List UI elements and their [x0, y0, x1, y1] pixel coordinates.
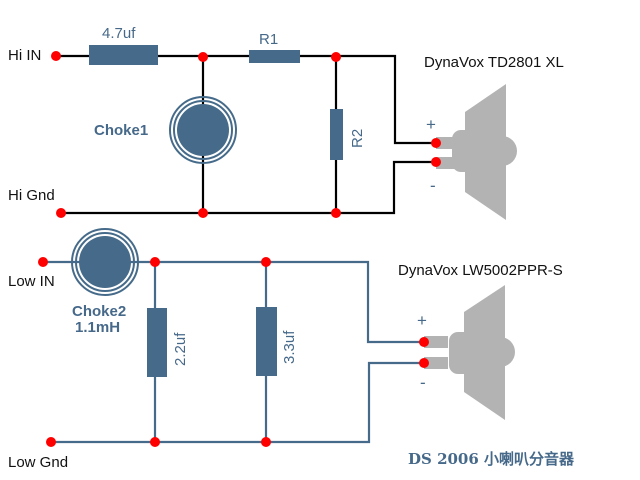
high-nodes [51, 51, 341, 218]
woofer-minus-terminal[interactable] [419, 358, 429, 368]
hi-in-terminal[interactable] [51, 51, 61, 61]
hi-gnd-label: Hi Gnd [8, 187, 55, 204]
choke2-inductor [71, 228, 139, 296]
high-pass-section: Hi IN Hi Gnd 4.7uf R1 R2 Choke1 DynaVox … [8, 25, 564, 220]
capacitor-4-7uf-label: 4.7uf [102, 25, 136, 42]
node [150, 437, 160, 447]
resistor-r1 [249, 50, 300, 63]
tweeter-plus-sign: + [426, 115, 436, 134]
high-ground-wire [61, 160, 436, 215]
node [198, 52, 208, 62]
woofer-speaker-icon [424, 285, 515, 420]
capacitor-2-2uf [147, 308, 167, 377]
node [261, 437, 271, 447]
low-in-terminal[interactable] [38, 257, 48, 267]
low-ground-wire [51, 361, 424, 444]
capacitor-4-7uf [89, 45, 158, 65]
woofer-plus-sign: + [417, 311, 427, 330]
resistor-r2 [330, 109, 343, 160]
tweeter-model-label: DynaVox TD2801 XL [424, 54, 564, 71]
tweeter-minus-sign: - [430, 176, 436, 195]
low-pass-section: Low IN Low Gnd Choke2 1.1mH 2.2uf 3.3uf … [8, 228, 563, 471]
choke2-value: 1.1mH [75, 319, 120, 336]
footer-caption: DS 2006 小喇叭分音器 [408, 450, 575, 468]
node [331, 208, 341, 218]
tweeter-minus-terminal[interactable] [431, 157, 441, 167]
woofer-model-label: DynaVox LW5002PPR-S [398, 262, 563, 279]
woofer-minus-sign: - [420, 373, 426, 392]
low-nodes [38, 257, 271, 447]
node [198, 208, 208, 218]
capacitor-3-3uf-label: 3.3uf [281, 330, 298, 364]
node [150, 257, 160, 267]
low-in-label: Low IN [8, 273, 55, 290]
tweeter-speaker-icon [436, 84, 517, 220]
tweeter-plus-terminal[interactable] [431, 138, 441, 148]
node [331, 52, 341, 62]
woofer-plus-terminal[interactable] [419, 337, 429, 347]
r1-label: R1 [259, 31, 278, 48]
hi-in-label: Hi IN [8, 47, 41, 64]
node [261, 257, 271, 267]
choke2-label: Choke2 [72, 303, 126, 320]
low-wires [43, 260, 424, 444]
capacitor-2-2uf-label: 2.2uf [172, 332, 189, 366]
low-gnd-terminal[interactable] [46, 437, 56, 447]
choke1-inductor [169, 96, 237, 164]
r2-label: R2 [349, 129, 366, 148]
low-gnd-label: Low Gnd [8, 454, 68, 471]
low-signal-wire [43, 260, 424, 344]
hi-gnd-terminal[interactable] [56, 208, 66, 218]
high-signal-wire [56, 54, 436, 145]
choke1-label: Choke1 [94, 122, 148, 139]
capacitor-3-3uf [256, 307, 277, 376]
